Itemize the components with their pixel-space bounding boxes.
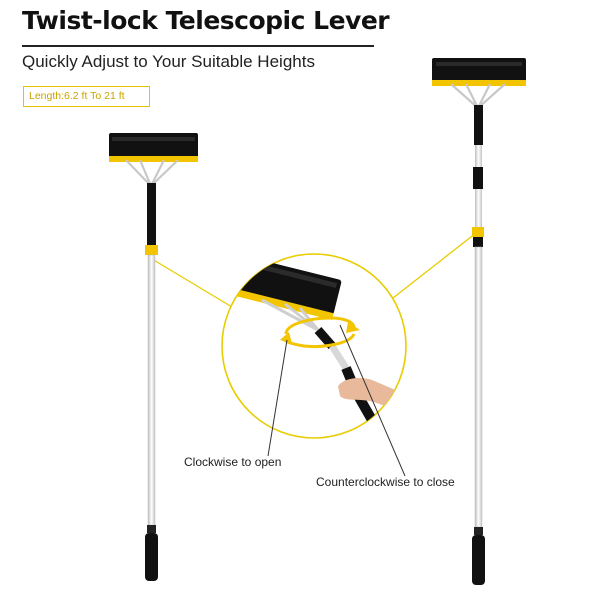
product-subtitle: Quickly Adjust to Your Suitable Heights (22, 52, 315, 71)
callout-line-right (392, 232, 477, 299)
twist-lock-zoom (221, 253, 407, 439)
counterclockwise-close-caption: Counterclockwise to close (316, 475, 455, 489)
length-spec-badge: Length:6.2 ft To 21 ft (23, 86, 150, 107)
clockwise-open-caption: Clockwise to open (184, 455, 282, 469)
pointer-line-close (339, 324, 406, 477)
product-title: Twist-lock Telescopic Lever (22, 6, 390, 35)
title-underline (22, 45, 374, 47)
short-pole (109, 133, 198, 581)
callout-line-left (151, 258, 233, 308)
extended-pole (432, 58, 526, 585)
pointer-line-open (267, 339, 288, 457)
